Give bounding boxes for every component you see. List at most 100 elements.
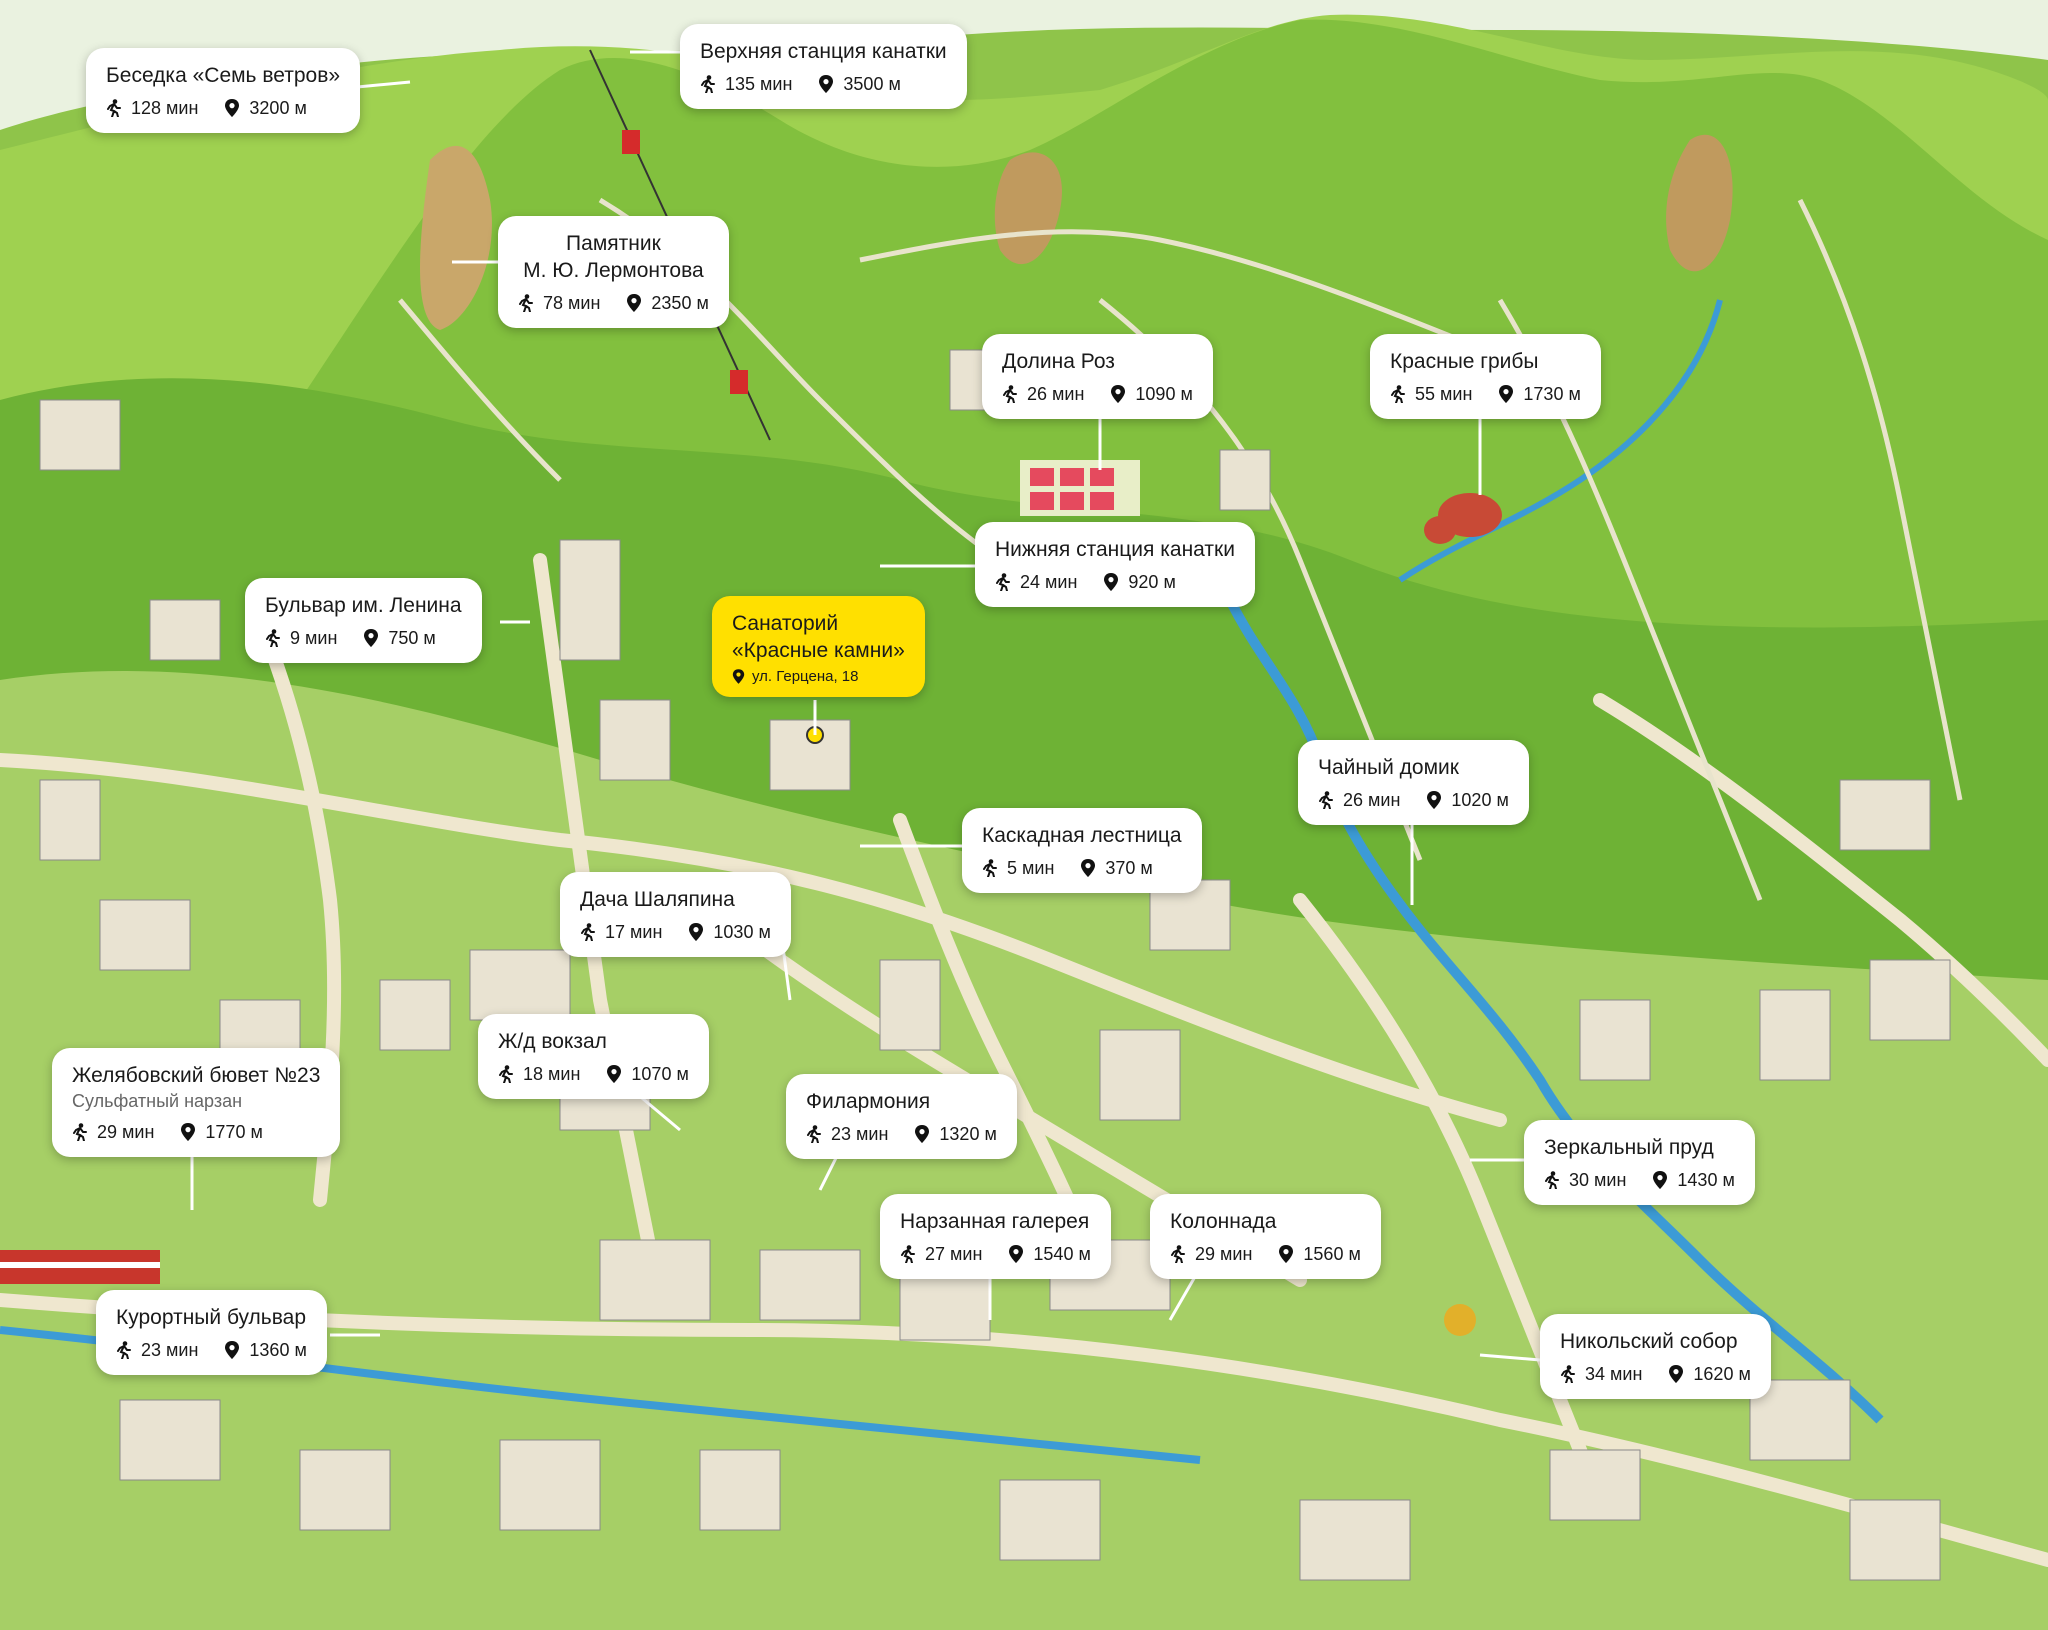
walk-time: 5 мин — [1007, 858, 1055, 878]
place-card-bulvar[interactable]: Бульвар им. Ленина 9 мин 750 м — [245, 578, 482, 663]
walk-distance: 1360 м — [249, 1340, 307, 1360]
place-name: Беседка «Семь ветров» — [106, 64, 341, 87]
place-card-kurortny[interactable]: Курортный бульвар 23 мин 1360 м — [96, 1290, 327, 1375]
place-subtitle: Сульфатный нарзан — [72, 1091, 243, 1111]
walking-person-icon — [1170, 1245, 1186, 1263]
walk-time: 17 мин — [605, 922, 663, 942]
walking-person-icon — [498, 1065, 514, 1083]
location-pin-icon — [1426, 791, 1442, 809]
place-name: Зеркальный пруд — [1544, 1136, 1714, 1159]
place-name: Долина Роз — [1002, 350, 1115, 373]
place-card-filarmoniya[interactable]: Филармония 23 мин 1320 м — [786, 1074, 1017, 1159]
location-pin-icon — [224, 1341, 240, 1359]
walk-time: 128 мин — [131, 98, 199, 118]
walk-distance: 1540 м — [1033, 1244, 1091, 1264]
location-pin-icon — [180, 1123, 196, 1141]
place-card-zerkalny[interactable]: Зеркальный пруд 30 мин 1430 м — [1524, 1120, 1755, 1205]
place-name: Нижняя станция канатки — [995, 538, 1235, 561]
location-pin-icon — [818, 75, 834, 93]
place-card-chainy[interactable]: Чайный домик 26 мин 1020 м — [1298, 740, 1529, 825]
rock-outcrop-lermontov — [420, 145, 492, 330]
location-pin-icon — [1080, 859, 1096, 877]
walk-distance: 1730 м — [1523, 384, 1581, 404]
sky — [0, 0, 2048, 130]
location-pin-icon — [363, 629, 379, 647]
place-card-besedka[interactable]: Беседка «Семь ветров» 128 мин 3200 м — [86, 48, 361, 133]
walking-person-icon — [116, 1341, 132, 1359]
walk-distance: 1560 м — [1303, 1244, 1361, 1264]
location-pin-icon — [688, 923, 704, 941]
walk-time: 135 мин — [725, 74, 793, 94]
walk-distance: 1620 м — [1693, 1364, 1751, 1384]
walk-distance: 2350 м — [651, 293, 709, 313]
place-card-vokzal[interactable]: Ж/д вокзал 18 мин 1070 м — [478, 1014, 709, 1099]
walk-time: 26 мин — [1027, 384, 1085, 404]
walking-person-icon — [265, 629, 281, 647]
place-card-narzan[interactable]: Нарзанная галерея 27 мин 1540 м — [880, 1194, 1111, 1279]
walk-time: 34 мин — [1585, 1364, 1643, 1384]
place-card-kolonnada[interactable]: Колоннада 29 мин 1560 м — [1150, 1194, 1381, 1279]
place-name: Филармония — [806, 1090, 931, 1113]
sanatorium-pin — [806, 726, 824, 744]
walk-time: 29 мин — [1195, 1244, 1253, 1264]
location-pin-icon — [626, 294, 642, 312]
location-pin-icon — [224, 99, 240, 117]
walk-time: 27 мин — [925, 1244, 983, 1264]
walk-distance: 920 м — [1128, 572, 1176, 592]
walk-distance: 1770 м — [205, 1122, 263, 1142]
walking-person-icon — [982, 859, 998, 877]
cable-car-cabin-lower — [730, 370, 748, 394]
place-name: Красные грибы — [1390, 350, 1539, 373]
place-name: Каскадная лестница — [982, 824, 1182, 847]
place-card-nizhnyaya[interactable]: Нижняя станция канатки 24 мин 920 м — [975, 522, 1255, 607]
location-pin-icon — [1498, 385, 1514, 403]
walking-person-icon — [700, 75, 716, 93]
place-name: Чайный домик — [1318, 756, 1459, 779]
place-card-nikolsky[interactable]: Никольский собор 34 мин 1620 м — [1540, 1314, 1771, 1399]
place-name: Курортный бульвар — [116, 1306, 307, 1329]
walk-distance: 1430 м — [1677, 1170, 1735, 1190]
place-name: Никольский собор — [1560, 1330, 1738, 1353]
location-pin-icon — [914, 1125, 930, 1143]
walk-distance: 1020 м — [1451, 790, 1509, 810]
place-address: ул. Герцена, 18 — [752, 668, 859, 685]
place-card-zhelyabov[interactable]: Желябовский бювет №23 Сульфатный нарзан … — [52, 1048, 341, 1157]
place-card-dacha[interactable]: Дача Шаляпина 17 мин 1030 м — [560, 872, 791, 957]
place-name: Желябовский бювет №23 — [72, 1064, 321, 1087]
location-pin-icon — [1278, 1245, 1294, 1263]
place-name: Ж/д вокзал — [498, 1030, 607, 1053]
walking-person-icon — [1318, 791, 1334, 809]
location-pin-icon — [1008, 1245, 1024, 1263]
walk-distance: 3500 м — [843, 74, 901, 94]
location-pin-icon — [1668, 1365, 1684, 1383]
walk-distance: 1320 м — [939, 1124, 997, 1144]
place-card-sanatoriy[interactable]: Санаторий«Красные камни» ул. Герцена, 18 — [712, 596, 925, 697]
place-name: Верхняя станция канатки — [700, 40, 947, 63]
location-pin-icon — [1110, 385, 1126, 403]
walking-person-icon — [72, 1123, 88, 1141]
walk-distance: 1070 м — [631, 1064, 689, 1084]
place-card-kaskad[interactable]: Каскадная лестница 5 мин 370 м — [962, 808, 1202, 893]
place-card-verkhnyaya[interactable]: Верхняя станция канатки 135 мин 3500 м — [680, 24, 967, 109]
walk-time: 26 мин — [1343, 790, 1401, 810]
buildings — [39, 349, 1951, 1581]
walking-person-icon — [1560, 1365, 1576, 1383]
place-card-griby[interactable]: Красные грибы 55 мин 1730 м — [1370, 334, 1601, 419]
location-pin-icon — [606, 1065, 622, 1083]
walking-person-icon — [806, 1125, 822, 1143]
place-card-dolina[interactable]: Долина Роз 26 мин 1090 м — [982, 334, 1213, 419]
river-tributary — [1398, 299, 1723, 583]
place-name: Санаторий«Красные камни» — [732, 612, 905, 662]
walking-person-icon — [1544, 1171, 1560, 1189]
walking-person-icon — [580, 923, 596, 941]
walking-person-icon — [995, 573, 1011, 591]
walk-time: 23 мин — [831, 1124, 889, 1144]
cable-car-cabin-upper — [622, 130, 640, 154]
place-name: Нарзанная галерея — [900, 1210, 1090, 1233]
walking-person-icon — [106, 99, 122, 117]
walk-distance: 1030 м — [713, 922, 771, 942]
location-pin-icon — [732, 669, 745, 684]
